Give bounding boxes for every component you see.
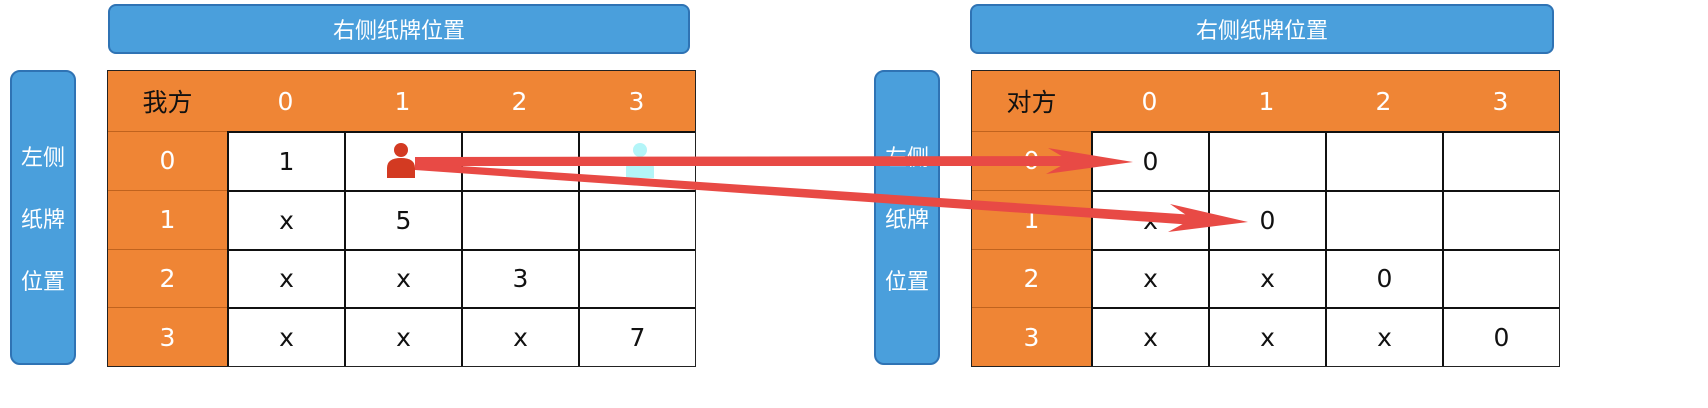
grid-cell: x	[344, 307, 461, 366]
grid-cell: x	[1091, 307, 1208, 366]
grid-cell: 1	[227, 131, 344, 190]
col-header: 3	[578, 71, 695, 131]
grid-cell: 7	[578, 307, 695, 366]
grid-cell	[461, 131, 578, 190]
row-header: 0	[108, 131, 227, 190]
grid-cell: 0	[1091, 131, 1208, 190]
col-header: 0	[227, 71, 344, 131]
grid-cell: x	[227, 248, 344, 308]
col-header: 2	[1325, 71, 1442, 131]
row-header: 2	[108, 248, 227, 308]
left-top-banner: 右侧纸牌位置	[108, 4, 690, 54]
col-header: 3	[1442, 71, 1559, 131]
grid-cell: 0	[1208, 189, 1325, 249]
row-header: 1	[108, 189, 227, 249]
grid-cell	[578, 189, 695, 249]
grid-cell: 3	[461, 248, 578, 308]
grid-cell	[1442, 189, 1559, 249]
left-side-label: 左侧 纸牌 位置	[10, 70, 76, 365]
side-label-line: 位置	[20, 269, 65, 295]
col-header: 2	[461, 71, 578, 131]
side-label-line: 左侧	[884, 145, 929, 171]
grid-cell: 0	[1442, 307, 1559, 366]
side-label-line: 纸牌	[20, 207, 65, 233]
grid-cell	[1208, 131, 1325, 190]
grid-cell	[578, 131, 695, 190]
side-label-line: 左侧	[20, 145, 65, 171]
side-label-line: 位置	[884, 269, 929, 295]
grid-cell	[578, 248, 695, 308]
row-header: 3	[108, 307, 227, 366]
right-side-label: 左侧 纸牌 位置	[874, 70, 940, 365]
grid-cell	[1442, 131, 1559, 190]
grid-cell	[1442, 248, 1559, 308]
grid-cell	[1325, 131, 1442, 190]
grid-cell	[461, 189, 578, 249]
row-header: 3	[972, 307, 1091, 366]
grid-cell: x	[1091, 248, 1208, 308]
col-header: 1	[344, 71, 461, 131]
grid-cell: x	[1091, 189, 1208, 249]
row-header: 2	[972, 248, 1091, 308]
grid-cell: x	[1208, 248, 1325, 308]
grid-cell: x	[1208, 307, 1325, 366]
corner-label: 对方	[972, 71, 1091, 131]
grid-cell	[344, 131, 461, 190]
col-header: 1	[1208, 71, 1325, 131]
col-header: 0	[1091, 71, 1208, 131]
row-header: 1	[972, 189, 1091, 249]
grid-cell: 0	[1325, 248, 1442, 308]
corner-label: 我方	[108, 71, 227, 131]
grid-cell	[1325, 189, 1442, 249]
grid-cell: x	[1325, 307, 1442, 366]
grid-cell: x	[344, 248, 461, 308]
grid-cell: x	[461, 307, 578, 366]
grid-cell: x	[227, 307, 344, 366]
row-header: 0	[972, 131, 1091, 190]
grid-cell: x	[227, 189, 344, 249]
right-top-banner: 右侧纸牌位置	[970, 4, 1554, 54]
side-label-line: 纸牌	[884, 207, 929, 233]
grid-cell: 5	[344, 189, 461, 249]
